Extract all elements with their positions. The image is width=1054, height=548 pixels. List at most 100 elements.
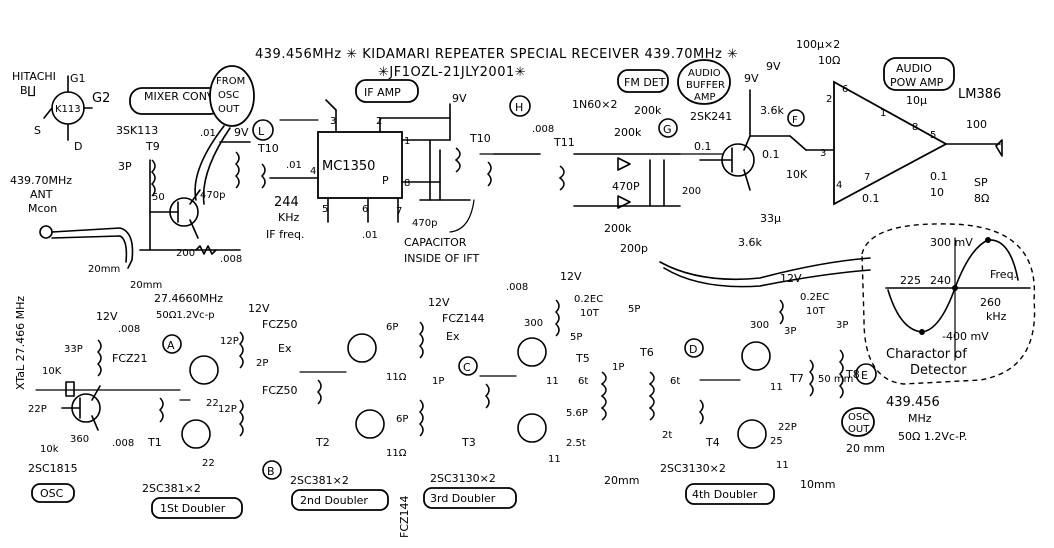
ex2-label: Ex: [446, 330, 460, 343]
pin3b: 3: [820, 148, 826, 159]
audio-buffer-bubble: [677, 59, 731, 105]
mc1350-ic: [317, 131, 403, 199]
interconnect-wires: [179, 119, 741, 401]
v12d-label: 12V: [560, 270, 582, 283]
c2t-label: 2t: [662, 430, 672, 441]
curve-300mv: 300 mV: [930, 236, 973, 249]
t10b-label: T10: [469, 132, 491, 145]
v9c-label: 9V: [744, 72, 759, 85]
xtal-label: XTaL 27.466 MHz: [14, 296, 27, 390]
r10k-label: 10K: [786, 168, 808, 181]
fm-det-section: H .008 T11 FM DET 1N60×2 200k 200k 470P …: [486, 69, 712, 255]
c10u-label: 10μ: [906, 94, 927, 107]
k113-label: K113: [55, 104, 81, 115]
mc1350-label: MC1350: [322, 159, 375, 174]
mixer-output-coil-icon: [234, 151, 240, 189]
d3-transistor-label: 2SC3130×2: [430, 472, 496, 485]
c50mm-label: 50 mm: [818, 374, 853, 385]
c008d-label: .008: [112, 438, 134, 449]
r11e-label: 11: [770, 382, 783, 393]
fm-det-block-box: [617, 69, 669, 93]
r200k-a-label: 200k: [614, 126, 642, 139]
t11-coil-icon: [558, 165, 565, 191]
pin2b: 2: [826, 94, 832, 105]
marker-b: [262, 460, 282, 480]
pin4: 4: [310, 166, 316, 177]
ex1-label: Ex: [278, 342, 292, 355]
audio-pow-block-box: [883, 57, 955, 91]
d3-transistor-upper-icon: [517, 337, 547, 367]
buffer-line3: AMP: [694, 92, 716, 103]
marker-d: [684, 338, 704, 358]
v12a-label: 12V: [96, 310, 118, 323]
c33p-label: 33P: [64, 344, 83, 355]
pin8: 8: [404, 178, 410, 189]
d2-transistor-label: 2SC381×2: [290, 474, 349, 487]
sp-label: SP: [974, 176, 988, 189]
pin2: 2: [376, 116, 382, 127]
osc-block-box: [31, 483, 75, 503]
marker-h: [509, 95, 531, 117]
fourth-doubler-title: 4th Doubler: [692, 488, 758, 501]
marker-h-label: H: [515, 101, 523, 114]
from-osc-bubble: [209, 65, 255, 127]
c01e-label: 0.1: [762, 148, 780, 161]
c22p-label: 22P: [28, 404, 47, 415]
c01a-label: .01: [200, 128, 216, 139]
r300-b-label: 300: [750, 320, 769, 331]
callout-arrow-lower: [663, 267, 871, 288]
lev1-label: 50Ω1.2Vc-p: [156, 310, 215, 321]
t8-coil-icon: [838, 349, 844, 399]
first-doubler-box: [151, 497, 243, 519]
detector-curve-section: 300 mV 225 240 260 kHz Freq. -400 mV Cha…: [659, 223, 1036, 385]
if-khz-label: KHz: [278, 211, 299, 224]
diode-lower-icon: [617, 195, 631, 209]
g2-label: G2: [92, 91, 110, 106]
c5p-a-label: 5P: [570, 332, 582, 343]
sp-ohm-label: 8Ω: [974, 192, 989, 205]
s-pin-label: S: [34, 124, 41, 137]
fcz144b-label: FCZ144: [398, 495, 411, 538]
c01f-label: 0.1: [930, 170, 948, 183]
pin6b: 6: [842, 84, 848, 95]
r200k-b-label: 200k: [634, 104, 662, 117]
out-mhz-label: MHz: [908, 412, 932, 425]
c008e-label: .008: [506, 282, 528, 293]
marker-l: [252, 119, 274, 141]
callout-arrow-upper: [659, 257, 871, 281]
first-doubler-title: 1St Doubler: [160, 502, 226, 515]
third-doubler-section: C T3 .008 12V 0.2EC 10T 300 11 11 5P 5P …: [423, 270, 680, 509]
mm20d-label: 20 mm: [846, 442, 885, 455]
t5-label: T5: [575, 352, 590, 365]
from-osc-line3: OUT: [218, 104, 240, 115]
r22b-label: 22: [202, 458, 215, 469]
second-doubler-section: 6P 12V FCZ144 Ex 11Ω 11Ω 1P 6P T2 2SC381…: [290, 296, 485, 538]
marker-c-label: C: [463, 361, 471, 374]
cap-note-1: CAPACITOR: [404, 236, 467, 249]
curve-khz: kHz: [986, 310, 1007, 323]
from-osc-line2: OSC: [218, 90, 239, 101]
c50-label: 50: [152, 192, 165, 203]
r300-a-label: 300: [524, 318, 543, 329]
c470a-label: 470p: [200, 190, 225, 201]
r10k-b-label: 10K: [42, 366, 62, 377]
v12c-label: 12V: [428, 296, 450, 309]
audio-pow-section: 9V 100μ×2 10Ω AUDIO POW AMP LM386 10μ 6 …: [766, 38, 1003, 206]
r200-label: 200: [176, 248, 195, 259]
c02ec-b-label: 0.2EC: [800, 292, 829, 303]
d2-transistor-upper-icon: [347, 333, 377, 363]
c10t-a-label: 10T: [580, 308, 600, 319]
d1-transistor-upper-icon: [189, 355, 219, 385]
c10t-b-label: 10T: [806, 306, 826, 317]
r200-resistor-icon: [195, 245, 217, 255]
c01d-label: 0.1: [694, 140, 712, 153]
c22p-b-label: 22P: [778, 422, 797, 433]
c3p-label: 3P: [118, 160, 132, 173]
antenna-connector-icon: [39, 225, 53, 239]
r22a-label: 22: [206, 398, 219, 409]
r25-label: 25: [770, 436, 783, 447]
c200p-label: 200p: [620, 242, 648, 255]
third-doubler-title: 3rd Doubler: [430, 492, 496, 505]
marker-f-label: F: [792, 115, 798, 126]
